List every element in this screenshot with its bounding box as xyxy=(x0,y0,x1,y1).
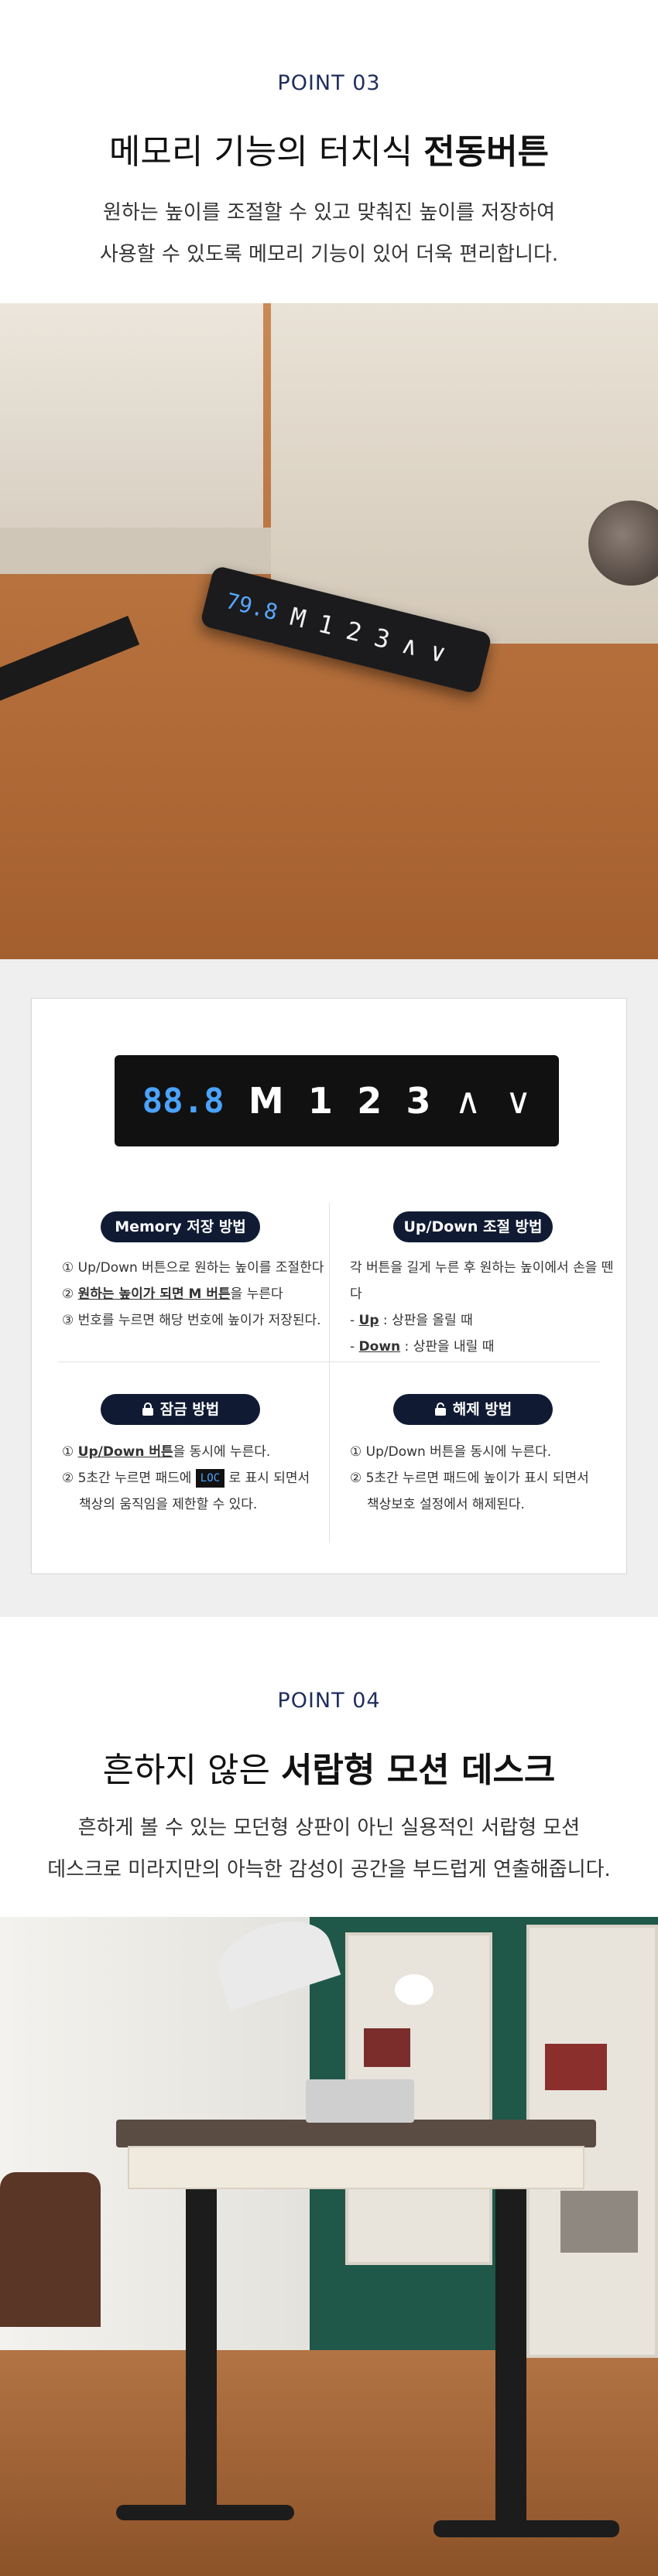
updown-down-text: : 상판을 내릴 때 xyxy=(400,1339,495,1355)
headline2-bold: 서랍형 모션 데스크 xyxy=(280,1751,556,1790)
drawer-control-photo: 79.8 M 1 2 3 ∧ ∨ xyxy=(0,303,658,959)
updown-down-label: Down xyxy=(358,1339,401,1355)
desk-foot-left xyxy=(116,2505,294,2520)
desk-leg-left xyxy=(186,2189,217,2514)
room-desk-photo xyxy=(0,1917,658,2576)
bowl xyxy=(395,1974,434,2005)
photo-panel-key-down: ∨ xyxy=(427,636,449,669)
lock-step-1-num: ① xyxy=(62,1444,78,1460)
control-panel-diagram: 88.8 M 1 2 3 ∧ ∨ xyxy=(115,1055,559,1146)
unlock-icon xyxy=(434,1402,446,1416)
lock-lcd-display: LOC xyxy=(195,1469,225,1488)
memory-step-2: ② 원하는 높이가 되면 M 버튼을 누른다 xyxy=(62,1281,325,1307)
panel-key-up: ∧ xyxy=(454,1080,482,1122)
updown-down: - Down : 상판을 내릴 때 xyxy=(350,1334,617,1360)
horizontal-divider xyxy=(58,1361,600,1362)
photo-panel-key-m: M xyxy=(287,601,309,634)
updown-up-text: : 상판을 올릴 때 xyxy=(379,1313,473,1328)
lock-step-1-rest: 을 동시에 누른다. xyxy=(173,1444,271,1460)
vertical-divider xyxy=(329,1203,330,1543)
photo-panel-key-2: 2 xyxy=(343,615,365,648)
books xyxy=(364,2028,410,2067)
headline-bold: 전동버튼 xyxy=(423,132,550,172)
lock-title: 잠금 방법 xyxy=(159,1401,220,1418)
lock-icon xyxy=(142,1402,153,1416)
lock-step-2: ② 5초간 누르면 패드에 LOC 로 표시 되면서 xyxy=(62,1465,325,1491)
photo-panel-key-3: 3 xyxy=(371,622,393,655)
point-04-label: POINT 04 xyxy=(277,1689,381,1713)
armchair xyxy=(0,2172,101,2327)
drawer-knob xyxy=(588,501,658,586)
unlock-step-2-line2: 책상보호 설정에서 해제된다. xyxy=(367,1497,525,1512)
memory-step-2-emph: 원하는 높이가 되면 M 버튼 xyxy=(77,1286,231,1302)
updown-steps: 각 버튼을 길게 누른 후 원하는 높이에서 손을 뗀다 - Up : 상판을 … xyxy=(350,1255,617,1360)
unlock-title-badge: 해제 방법 xyxy=(393,1394,553,1425)
memory-title-badge: Memory 저장 방법 xyxy=(101,1211,260,1242)
lock-step-1-emph: Up/Down 버튼 xyxy=(77,1444,173,1460)
unlock-steps: ① Up/Down 버튼을 동시에 누른다. ② 5초간 누르면 패드에 높이가… xyxy=(350,1439,617,1518)
memory-steps: ① Up/Down 버튼으로 원하는 높이를 조절한다 ② 원하는 높이가 되면… xyxy=(62,1255,325,1334)
lock-step-2-line2: 책상의 움직임을 제한할 수 있다. xyxy=(79,1497,258,1512)
point-03-label: POINT 03 xyxy=(277,71,381,95)
headline2-normal: 흔하지 않은 xyxy=(102,1751,281,1790)
updown-line-1: 각 버튼을 길게 누른 후 원하는 높이에서 손을 뗀다 xyxy=(350,1260,614,1302)
books-right xyxy=(545,2044,607,2090)
unlock-title: 해제 방법 xyxy=(452,1401,512,1418)
updown-up-label: Up xyxy=(358,1313,379,1328)
lock-title-badge: 잠금 방법 xyxy=(101,1394,260,1425)
memory-step-2-num: ② xyxy=(62,1286,78,1302)
updown-down-prefix: - xyxy=(350,1339,359,1355)
section2-body: 흔하게 볼 수 있는 모던형 상판이 아닌 실용적인 서랍형 모션 데스크로 미… xyxy=(0,1807,658,1891)
memory-step-1: ① Up/Down 버튼으로 원하는 높이를 조절한다 xyxy=(62,1260,324,1276)
panel-display: 88.8 xyxy=(142,1081,224,1121)
lock-step-1: ① Up/Down 버튼을 동시에 누른다. xyxy=(62,1439,325,1465)
updown-up-prefix: - xyxy=(350,1313,359,1328)
lock-step-2-pre: ② 5초간 누르면 패드에 xyxy=(62,1471,196,1486)
unlock-step-1: ① Up/Down 버튼을 동시에 누른다. xyxy=(350,1444,552,1460)
unlock-step-2: ② 5초간 누르면 패드에 높이가 표시 되면서 xyxy=(350,1471,589,1486)
section2-body-line1: 흔하게 볼 수 있는 모던형 상판이 아닌 실용적인 서랍형 모션 xyxy=(77,1816,581,1840)
memory-step-2-rest: 을 누른다 xyxy=(230,1286,283,1302)
section2-body-line2: 데스크로 미라지만의 아늑한 감성이 공간을 부드럽게 연출해줍니다. xyxy=(47,1858,611,1881)
section1-body: 원하는 높이를 조절할 수 있고 맞춰진 높이를 저장하여 사용할 수 있도록 … xyxy=(0,192,658,275)
section2-headline: 흔하지 않은 서랍형 모션 데스크 xyxy=(0,1742,658,1792)
storage-basket xyxy=(560,2191,638,2253)
memory-step-3: ③ 번호를 누르면 해당 번호에 높이가 저장된다. xyxy=(62,1313,321,1328)
panel-key-m: M xyxy=(248,1080,284,1122)
panel-key-down: ∨ xyxy=(505,1080,532,1122)
lock-step-2-post: 로 표시 되면서 xyxy=(224,1471,310,1486)
photo-panel-key-1: 1 xyxy=(315,608,338,641)
drawer-right xyxy=(271,303,658,644)
desk-top xyxy=(116,2120,596,2147)
panel-key-1: 1 xyxy=(307,1080,333,1122)
photo-panel-key-up: ∧ xyxy=(399,629,421,662)
desk-leg-right xyxy=(495,2189,526,2530)
headline-normal: 메모리 기능의 터치식 xyxy=(108,132,424,172)
desk-rail xyxy=(0,528,271,574)
updown-title-badge: Up/Down 조절 방법 xyxy=(393,1211,553,1242)
section1-body-line1: 원하는 높이를 조절할 수 있고 맞춰진 높이를 저장하여 xyxy=(102,201,556,224)
wooden-floor xyxy=(0,2350,658,2576)
panel-key-2: 2 xyxy=(357,1080,382,1122)
laptop xyxy=(306,2079,414,2123)
desk-drawers xyxy=(128,2146,584,2189)
updown-up: - Up : 상판을 올릴 때 xyxy=(350,1307,617,1334)
photo-panel-display: 79.8 xyxy=(223,587,281,625)
section1-body-line2: 사용할 수 있도록 메모리 기능이 있어 더욱 편리합니다. xyxy=(99,243,559,266)
drawer-left xyxy=(0,303,263,528)
section1-headline: 메모리 기능의 터치식 전동버튼 xyxy=(0,124,658,173)
lock-steps: ① Up/Down 버튼을 동시에 누른다. ② 5초간 누르면 패드에 LOC… xyxy=(62,1439,325,1518)
desk-foot-right xyxy=(434,2520,619,2537)
desk-leg-shadow xyxy=(0,615,140,703)
panel-key-3: 3 xyxy=(406,1080,431,1122)
